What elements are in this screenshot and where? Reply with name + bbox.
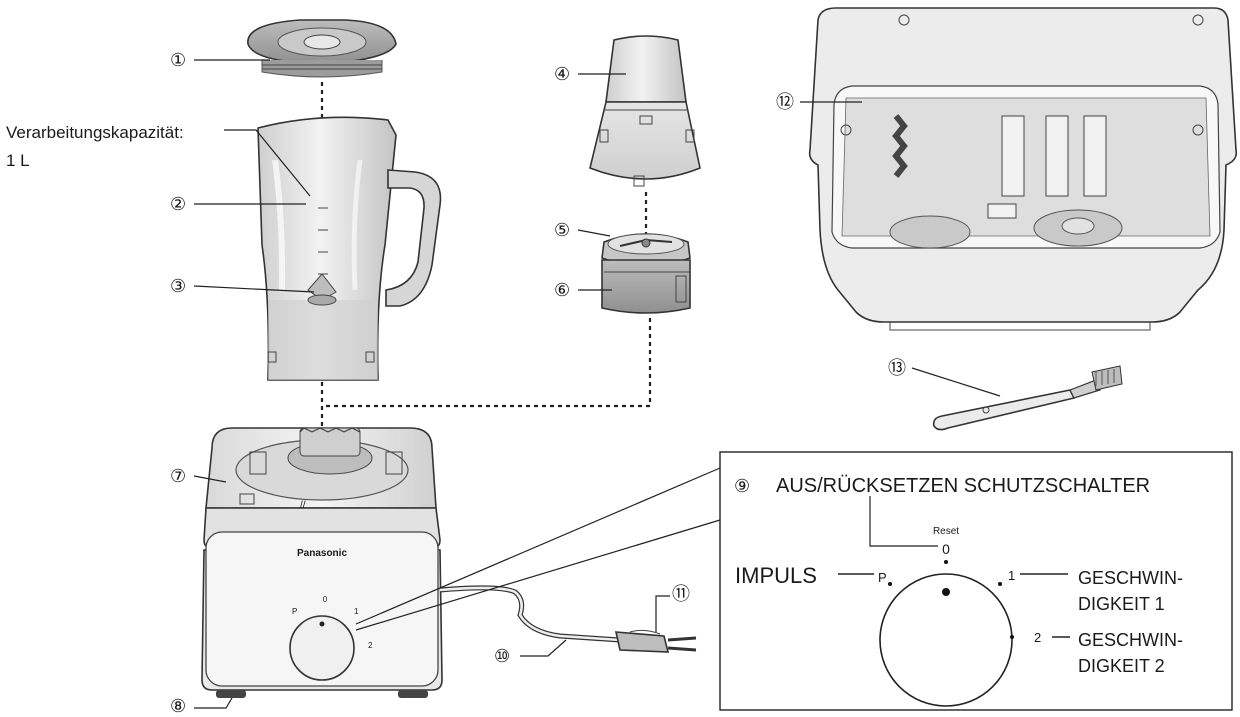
callout-8: ⑧	[170, 696, 186, 717]
callout-11: ⑪	[672, 584, 690, 605]
detail-box-leader-bottom	[355, 519, 721, 631]
callout-9: ⑨	[734, 476, 750, 497]
power-plug	[614, 629, 697, 653]
blender-jar	[257, 116, 442, 381]
base-dial-one-label: 1	[354, 607, 359, 616]
callout-4: ④	[554, 64, 570, 85]
callout-10: ⑩	[494, 646, 510, 667]
capacity-label: Verarbeitungskapazität:	[6, 123, 184, 142]
grinder-cup	[589, 35, 701, 187]
mill-to-base-dashed-line	[322, 318, 652, 408]
detail-box-leader-top	[355, 467, 721, 625]
callout-13: ⑬	[888, 358, 906, 379]
callout-3: ③	[170, 276, 186, 297]
detail-p-label: P	[878, 570, 887, 585]
base-dial-p-label: P	[292, 607, 297, 616]
base-speed-dial[interactable]	[289, 615, 355, 681]
callout-2: ②	[170, 194, 186, 215]
base-dial-two-label: 2	[368, 641, 373, 650]
callout-7: ⑦	[170, 466, 186, 487]
speed1-label-line1: GESCHWIN-	[1078, 568, 1183, 588]
speed1-label-line2: DIGKEIT 1	[1078, 594, 1165, 614]
power-cord	[439, 585, 621, 643]
speed2-label-line2: DIGKEIT 2	[1078, 656, 1165, 676]
capacity-value: 1 L	[6, 151, 30, 170]
svg-text://: //	[300, 500, 306, 511]
callout-12: ⑫	[776, 92, 794, 113]
cleaning-brush	[932, 365, 1123, 431]
impuls-label: IMPULS	[735, 563, 817, 588]
mill-base	[601, 259, 691, 314]
brand-logo: Panasonic	[297, 548, 347, 559]
detail-one-label: 1	[1008, 568, 1015, 583]
protective-switch-label: AUS/RÜCKSETZEN SCHUTZSCHALTER	[776, 475, 1150, 497]
detail-dial	[879, 560, 1014, 707]
base-dial-zero-label: 0	[323, 595, 328, 604]
blender-lid	[247, 19, 397, 78]
detail-zero-label: 0	[942, 541, 950, 557]
detail-two-label: 2	[1034, 630, 1041, 645]
speed2-label-line1: GESCHWIN-	[1078, 630, 1183, 650]
capacity-leader-line	[224, 129, 311, 197]
callout-1: ①	[170, 50, 186, 71]
callout-6: ⑥	[554, 280, 570, 301]
storage-case	[808, 7, 1238, 331]
reset-leader-line	[869, 496, 938, 547]
callout-5: ⑤	[554, 220, 570, 241]
reset-label: Reset	[933, 526, 959, 537]
